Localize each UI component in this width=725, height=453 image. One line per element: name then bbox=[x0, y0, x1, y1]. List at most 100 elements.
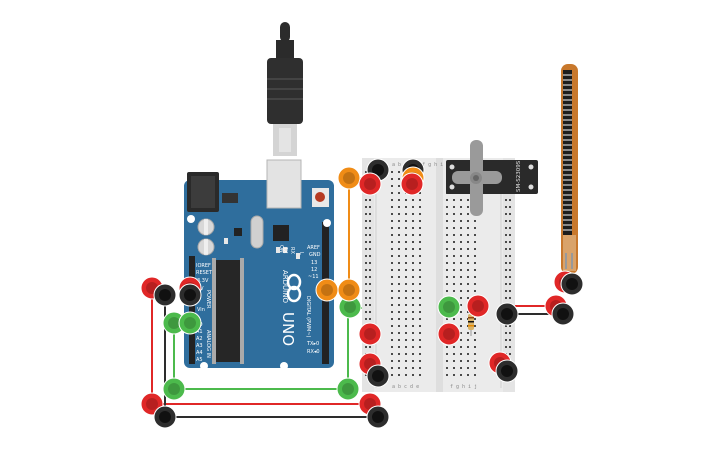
breadboard-hole[interactable] bbox=[446, 367, 448, 369]
breadboard-hole[interactable] bbox=[391, 283, 393, 285]
breadboard-hole[interactable] bbox=[446, 241, 448, 243]
breadboard-hole[interactable] bbox=[446, 318, 448, 320]
breadboard-hole[interactable] bbox=[446, 290, 448, 292]
breadboard-hole[interactable] bbox=[419, 283, 421, 285]
breadboard-hole[interactable] bbox=[405, 276, 407, 278]
breadboard-hole[interactable] bbox=[405, 318, 407, 320]
breadboard-hole[interactable] bbox=[460, 199, 462, 201]
breadboard-hole[interactable] bbox=[412, 255, 414, 257]
breadboard-hole[interactable] bbox=[509, 227, 511, 229]
breadboard-hole[interactable] bbox=[505, 339, 507, 341]
breadboard-hole[interactable] bbox=[391, 185, 393, 187]
breadboard-hole[interactable] bbox=[398, 367, 400, 369]
breadboard-hole[interactable] bbox=[365, 248, 367, 250]
breadboard-hole[interactable] bbox=[474, 255, 476, 257]
wire-endpoint-red[interactable] bbox=[437, 322, 461, 346]
breadboard-hole[interactable] bbox=[365, 241, 367, 243]
breadboard-hole[interactable] bbox=[412, 199, 414, 201]
breadboard-hole[interactable] bbox=[405, 332, 407, 334]
breadboard-hole[interactable] bbox=[391, 220, 393, 222]
breadboard-hole[interactable] bbox=[467, 374, 469, 376]
breadboard-hole[interactable] bbox=[405, 311, 407, 313]
breadboard-hole[interactable] bbox=[467, 339, 469, 341]
breadboard-hole[interactable] bbox=[398, 220, 400, 222]
breadboard-hole[interactable] bbox=[419, 220, 421, 222]
breadboard-hole[interactable] bbox=[412, 339, 414, 341]
arduino-uno-board[interactable]: ARDUINO UNO ON TX RX L AREF GND 13 12 ~1… bbox=[184, 159, 334, 370]
breadboard-hole[interactable] bbox=[453, 374, 455, 376]
breadboard-hole[interactable] bbox=[453, 367, 455, 369]
breadboard-hole[interactable] bbox=[419, 255, 421, 257]
breadboard-hole[interactable] bbox=[460, 360, 462, 362]
breadboard-hole[interactable] bbox=[474, 283, 476, 285]
breadboard-hole[interactable] bbox=[369, 304, 371, 306]
breadboard-hole[interactable] bbox=[419, 262, 421, 264]
breadboard-hole[interactable] bbox=[474, 227, 476, 229]
breadboard-hole[interactable] bbox=[419, 241, 421, 243]
breadboard-hole[interactable] bbox=[509, 234, 511, 236]
breadboard-hole[interactable] bbox=[505, 297, 507, 299]
breadboard-hole[interactable] bbox=[405, 304, 407, 306]
breadboard-hole[interactable] bbox=[405, 346, 407, 348]
breadboard-hole[interactable] bbox=[398, 283, 400, 285]
breadboard-hole[interactable] bbox=[369, 346, 371, 348]
breadboard-hole[interactable] bbox=[391, 206, 393, 208]
wire-endpoint-green[interactable] bbox=[437, 295, 461, 319]
breadboard-hole[interactable] bbox=[369, 262, 371, 264]
breadboard-hole[interactable] bbox=[509, 283, 511, 285]
breadboard-hole[interactable] bbox=[460, 220, 462, 222]
breadboard-hole[interactable] bbox=[412, 360, 414, 362]
breadboard-hole[interactable] bbox=[419, 325, 421, 327]
breadboard-hole[interactable] bbox=[419, 199, 421, 201]
breadboard-hole[interactable] bbox=[412, 248, 414, 250]
breadboard-hole[interactable] bbox=[453, 353, 455, 355]
breadboard-hole[interactable] bbox=[509, 199, 511, 201]
breadboard-hole[interactable] bbox=[509, 325, 511, 327]
breadboard-hole[interactable] bbox=[509, 241, 511, 243]
breadboard-hole[interactable] bbox=[419, 360, 421, 362]
breadboard-hole[interactable] bbox=[446, 220, 448, 222]
breadboard-hole[interactable] bbox=[460, 297, 462, 299]
breadboard-hole[interactable] bbox=[446, 374, 448, 376]
breadboard-hole[interactable] bbox=[369, 234, 371, 236]
breadboard-hole[interactable] bbox=[453, 283, 455, 285]
breadboard-hole[interactable] bbox=[453, 290, 455, 292]
breadboard-hole[interactable] bbox=[412, 213, 414, 215]
wire-endpoint-black[interactable] bbox=[551, 302, 575, 326]
breadboard-hole[interactable] bbox=[405, 325, 407, 327]
breadboard-hole[interactable] bbox=[412, 318, 414, 320]
breadboard-hole[interactable] bbox=[398, 171, 400, 173]
wire-endpoint-black[interactable] bbox=[178, 283, 202, 307]
breadboard-hole[interactable] bbox=[446, 360, 448, 362]
breadboard-hole[interactable] bbox=[467, 297, 469, 299]
breadboard-hole[interactable] bbox=[398, 248, 400, 250]
breadboard-hole[interactable] bbox=[365, 346, 367, 348]
breadboard-hole[interactable] bbox=[467, 311, 469, 313]
breadboard-hole[interactable] bbox=[505, 199, 507, 201]
breadboard-hole[interactable] bbox=[453, 199, 455, 201]
breadboard-hole[interactable] bbox=[419, 290, 421, 292]
breadboard-hole[interactable] bbox=[391, 227, 393, 229]
breadboard-hole[interactable] bbox=[391, 241, 393, 243]
breadboard-hole[interactable] bbox=[405, 206, 407, 208]
breadboard-hole[interactable] bbox=[365, 227, 367, 229]
breadboard-hole[interactable] bbox=[365, 290, 367, 292]
breadboard-hole[interactable] bbox=[391, 374, 393, 376]
wire-endpoint-red[interactable] bbox=[466, 294, 490, 318]
breadboard-hole[interactable] bbox=[369, 241, 371, 243]
breadboard-hole[interactable] bbox=[460, 283, 462, 285]
breadboard-hole[interactable] bbox=[369, 255, 371, 257]
breadboard-hole[interactable] bbox=[391, 213, 393, 215]
breadboard-hole[interactable] bbox=[460, 290, 462, 292]
breadboard-hole[interactable] bbox=[509, 276, 511, 278]
breadboard-hole[interactable] bbox=[505, 255, 507, 257]
breadboard-hole[interactable] bbox=[460, 332, 462, 334]
breadboard-hole[interactable] bbox=[398, 332, 400, 334]
breadboard-hole[interactable] bbox=[446, 346, 448, 348]
breadboard-hole[interactable] bbox=[391, 304, 393, 306]
breadboard-hole[interactable] bbox=[365, 318, 367, 320]
wire-endpoint-red[interactable] bbox=[358, 172, 382, 196]
breadboard-hole[interactable] bbox=[505, 262, 507, 264]
breadboard-hole[interactable] bbox=[474, 339, 476, 341]
breadboard-hole[interactable] bbox=[505, 234, 507, 236]
